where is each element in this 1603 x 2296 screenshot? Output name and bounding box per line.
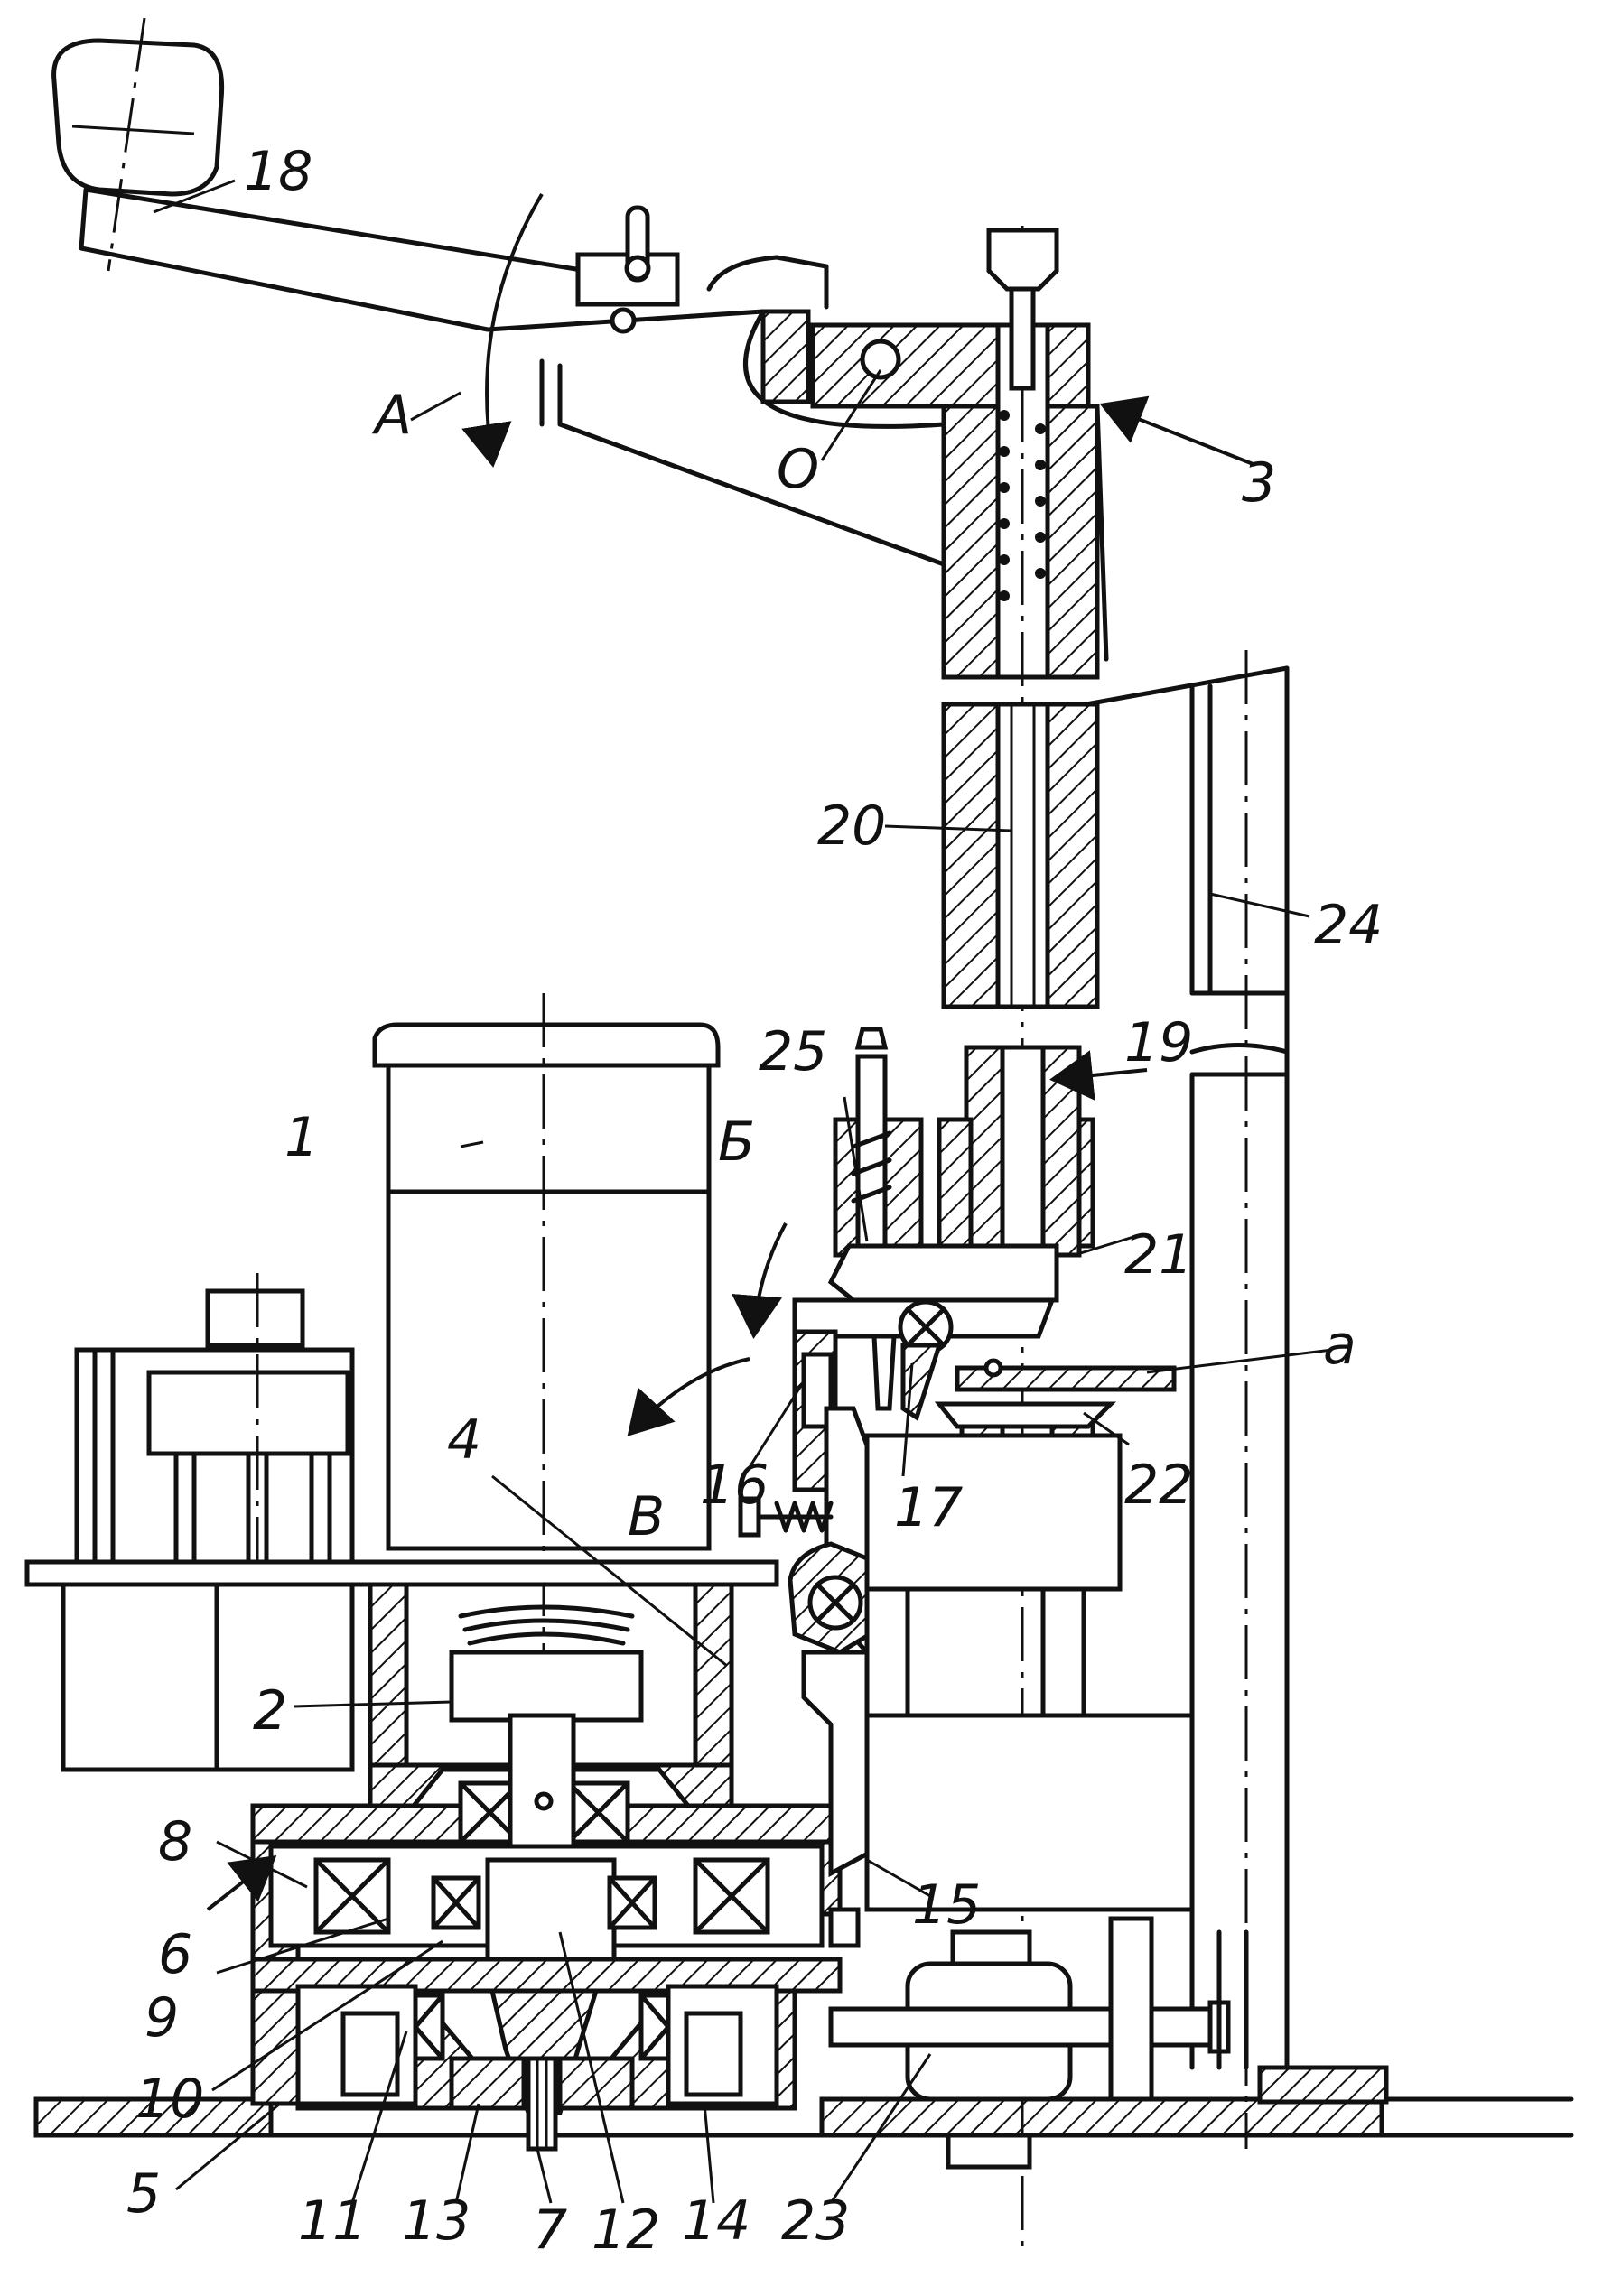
- label-11: 11: [298, 2189, 367, 2253]
- label-8: 8: [158, 1810, 192, 1873]
- label-Б: Б: [718, 1111, 755, 1174]
- label-a: a: [1323, 1314, 1356, 1377]
- label-1: 1: [284, 1106, 319, 1169]
- label-В: В: [628, 1485, 665, 1548]
- label-6: 6: [158, 1923, 192, 1986]
- guide-tube-assembly: [944, 704, 1097, 1007]
- label-18: 18: [244, 140, 312, 203]
- label-25: 25: [759, 1020, 827, 1083]
- tool-holder: [795, 1029, 1093, 1336]
- label-O: O: [777, 438, 819, 501]
- label-14: 14: [682, 2189, 750, 2253]
- label-4: 4: [447, 1408, 481, 1472]
- right-frame: [831, 1436, 1246, 2167]
- label-13: 13: [402, 2189, 471, 2253]
- label-21: 21: [1124, 1223, 1193, 1287]
- label-19: 19: [1124, 1011, 1193, 1074]
- rotation-arrow-b: [754, 1223, 786, 1332]
- label-5: 5: [126, 2162, 161, 2226]
- label-12: 12: [592, 2198, 660, 2262]
- pointer-arrow-3: [1106, 406, 1255, 465]
- label-20: 20: [817, 795, 886, 858]
- label-17: 17: [894, 1476, 963, 1539]
- label-10: 10: [135, 2068, 204, 2131]
- label-22: 22: [1124, 1454, 1193, 1517]
- label-24: 24: [1314, 894, 1383, 957]
- label-23: 23: [781, 2189, 850, 2253]
- label-3: 3: [1242, 451, 1276, 515]
- label-15: 15: [912, 1873, 981, 1937]
- label-A: A: [371, 384, 412, 447]
- label-16: 16: [700, 1454, 769, 1517]
- label-9: 9: [144, 1986, 179, 2050]
- label-7: 7: [533, 2198, 567, 2262]
- label-2: 2: [253, 1679, 287, 1743]
